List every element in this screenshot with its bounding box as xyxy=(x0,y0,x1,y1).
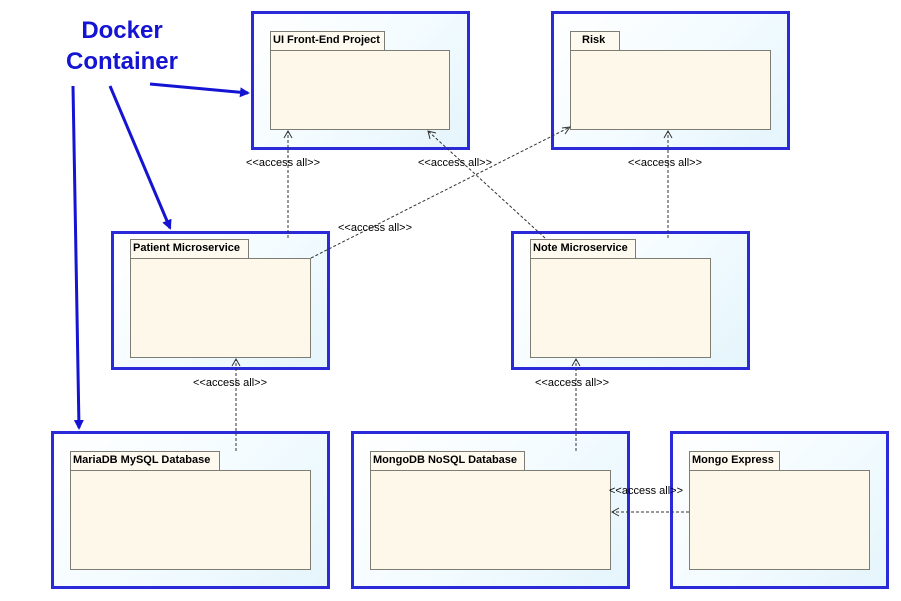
dependency-arrows xyxy=(231,126,689,517)
dep-note-to-risk-head xyxy=(663,129,673,139)
callout-arrows xyxy=(71,82,250,430)
package-risk-tab: Risk xyxy=(570,31,620,51)
package-ui-front-end xyxy=(270,50,450,130)
callout-arrow-to-ui xyxy=(149,82,250,98)
package-mongodb-tab: MongoDB NoSQL Database xyxy=(370,451,525,471)
dep-patient-to-ui-head xyxy=(283,129,293,139)
dep-patient-to-risk xyxy=(310,126,571,259)
access-label-mongodb-note: <<access all>> xyxy=(535,377,609,389)
package-note-microservice-tab: Note Microservice xyxy=(530,239,636,259)
package-risk xyxy=(570,50,771,130)
access-label-mariadb-patient: <<access all>> xyxy=(193,377,267,389)
access-label-mongoexpress-mongodb: <<access all>> xyxy=(609,485,683,497)
dep-patient-to-risk-head xyxy=(561,126,572,135)
package-ui-front-end-tab: UI Front-End Project xyxy=(270,31,385,51)
callout-arrow-to-mariadb xyxy=(71,85,84,430)
package-mongo-express xyxy=(689,470,870,570)
docker-container-callout-line1: Docker xyxy=(81,17,163,44)
package-note-microservice xyxy=(530,258,711,358)
access-label-patient-ui: <<access all>> xyxy=(246,157,320,169)
package-mongo-express-tab: Mongo Express xyxy=(689,451,780,471)
dep-note-to-ui xyxy=(427,130,546,239)
package-mariadb xyxy=(70,470,311,570)
package-mariadb-tab: MariaDB MySQL Database xyxy=(70,451,220,471)
dep-mariadb-to-patient-head xyxy=(231,357,241,367)
package-patient-microservice-tab: Patient Microservice xyxy=(130,239,249,259)
dep-note-to-ui-head xyxy=(427,130,437,140)
access-label-note-ui: <<access all>> xyxy=(418,157,492,169)
callout-arrow-to-patient xyxy=(108,85,172,230)
package-mongodb xyxy=(370,470,611,570)
dep-mongoexpress-to-mongodb-head xyxy=(610,507,620,517)
dep-mongodb-to-note-head xyxy=(571,357,581,367)
access-label-note-risk: <<access all>> xyxy=(628,157,702,169)
access-label-patient-risk: <<access all>> xyxy=(338,222,412,234)
package-patient-microservice xyxy=(130,258,311,358)
docker-container-callout-line2: Container xyxy=(65,48,178,75)
